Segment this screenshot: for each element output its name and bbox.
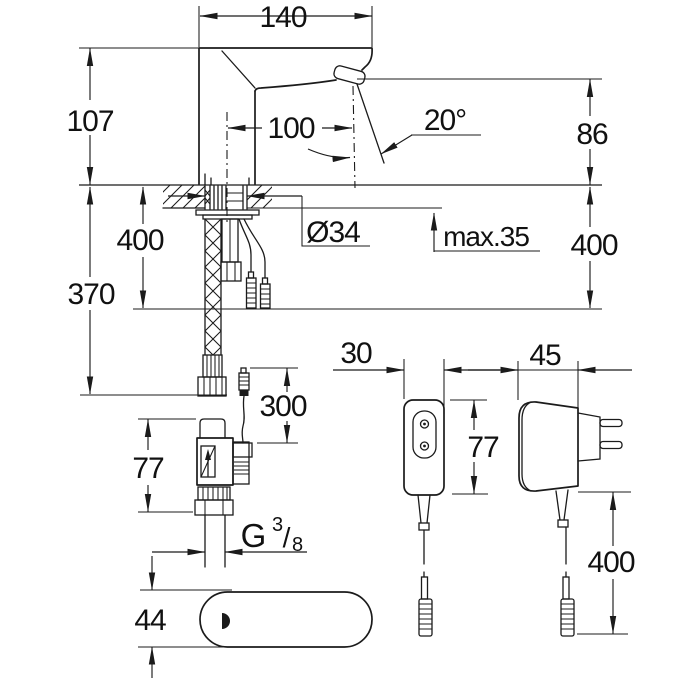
dim-body-height-107: 107 [66, 47, 199, 185]
dim-psu-depth-45: 45 [468, 339, 632, 411]
dim-label-400-right: 400 [570, 229, 617, 262]
aerator [333, 65, 366, 85]
plug-pin [599, 440, 623, 450]
cable-connector [560, 598, 575, 637]
dim-label-30: 30 [340, 337, 372, 370]
dim-label-45: 45 [529, 339, 561, 372]
valve-inlet-port [199, 418, 226, 439]
spray-angle-line [356, 83, 385, 164]
dim-psu-height-77: 77 [450, 399, 500, 495]
dim-psu-cable-400: 400 [577, 491, 636, 635]
cable-connector [418, 598, 433, 637]
callout-max-deck-thickness: max.35 [430, 212, 540, 252]
water-stream-centerline [352, 85, 356, 189]
dim-sensor-cable-300: 300 [250, 367, 308, 444]
power-supply-front-view [403, 399, 445, 637]
dim-label-86: 86 [576, 118, 608, 151]
cable-connector [259, 283, 271, 309]
countertop [79, 184, 602, 209]
dim-thread-g38: G 3 / 8 [152, 514, 307, 556]
dim-valve-height-77: 77 [132, 418, 196, 513]
euro-socket-face [412, 410, 437, 459]
solenoid-section [232, 441, 250, 485]
dim-label-400-left: 400 [116, 224, 163, 257]
under-deck-cables [238, 218, 271, 309]
dim-label-max35: max.35 [443, 221, 529, 252]
dim-label-44: 44 [134, 604, 166, 637]
dim-psu-width-30: 30 [333, 337, 500, 414]
mounting-shaft [220, 218, 242, 282]
dim-label-300: 300 [259, 390, 306, 423]
thread-label-slash: / [283, 522, 291, 553]
faucet-base-plan-view [199, 591, 373, 648]
callout-hole-diameter: Ø34 [168, 192, 370, 249]
dim-label-400-psu: 400 [587, 546, 634, 579]
dim-label-107: 107 [66, 105, 113, 138]
dim-label-77-psu: 77 [467, 431, 499, 464]
dim-label-100: 100 [267, 112, 314, 145]
plug-pin [599, 418, 623, 428]
dim-below-deck-right-400: 400 [133, 186, 619, 310]
dim-spout-reach-100: 100 [227, 112, 353, 145]
dim-spray-angle-20: 20° [307, 104, 481, 163]
dim-label-77-valve: 77 [132, 452, 164, 485]
dim-label-o34: Ø34 [306, 216, 360, 249]
power-supply-side-view [518, 401, 623, 637]
thread-label-denominator: 8 [292, 534, 303, 556]
dim-hose-length-370: 370 [67, 186, 227, 396]
dim-label-370: 370 [67, 278, 114, 311]
dim-label-20deg: 20° [424, 104, 466, 137]
thread-label-numerator: 3 [272, 514, 283, 536]
g38-threaded-pipe [204, 514, 226, 568]
dim-base-width-44: 44 [134, 556, 232, 678]
thread-label-g: G [241, 517, 266, 554]
dim-outlet-height-86: 86 [357, 78, 609, 185]
sensor-cable-connector [238, 367, 250, 444]
dim-below-deck-left-400: 400 [116, 186, 165, 309]
sensor-window [222, 613, 230, 629]
dim-label-140: 140 [259, 1, 306, 34]
flow-direction-arrow [205, 449, 211, 460]
supply-hose [197, 218, 227, 397]
dim-top-width-140: 140 [198, 1, 373, 47]
hose-end-fitting [197, 376, 227, 397]
